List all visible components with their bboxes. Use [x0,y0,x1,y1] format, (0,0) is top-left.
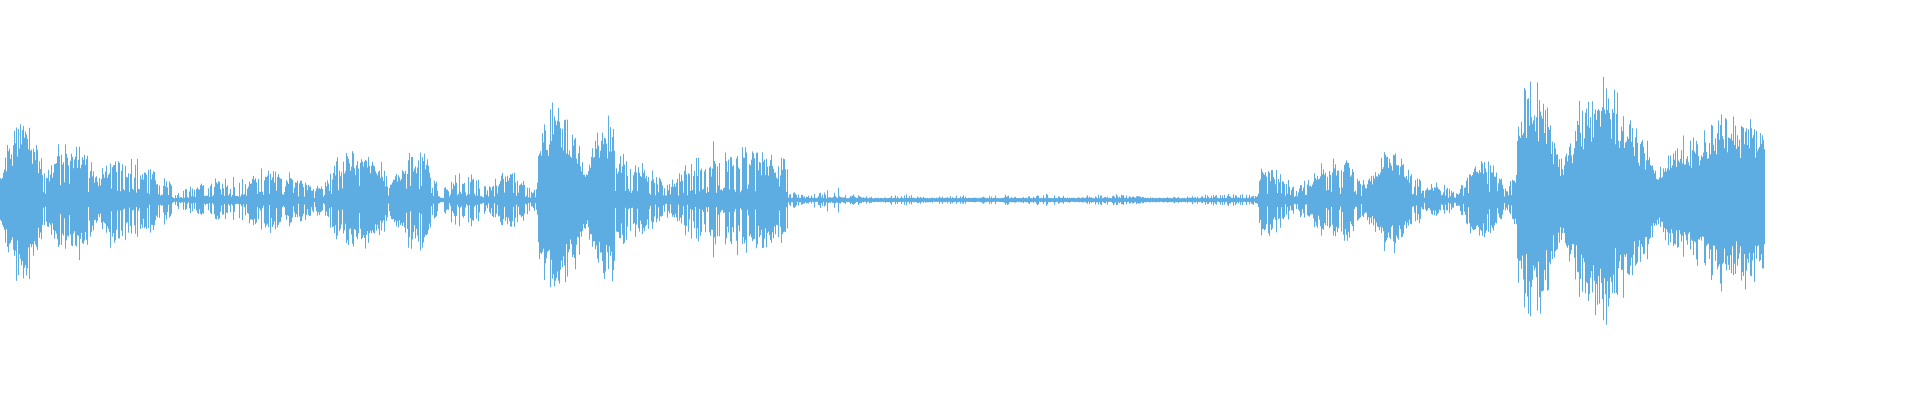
waveform-amplitude-path [0,76,1765,325]
